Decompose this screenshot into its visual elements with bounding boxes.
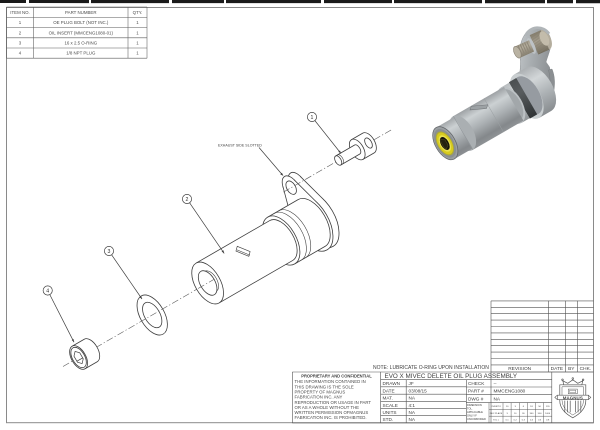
svg-text:1: 1 (136, 51, 139, 56)
svg-text:STD.: STD. (383, 417, 394, 422)
svg-text:TOL.: TOL. (467, 407, 473, 411)
svg-text:30: 30 (522, 413, 525, 415)
svg-text:300: 300 (530, 413, 534, 415)
svg-text:0.2: 0.2 (514, 420, 518, 422)
svg-text:10: 10 (506, 406, 509, 408)
svg-text:1: 1 (136, 41, 139, 46)
svg-text:CHK.: CHK. (580, 366, 591, 372)
svg-text:TOL ±: TOL ± (493, 420, 500, 422)
svg-text:NA: NA (409, 410, 416, 415)
svg-text:FABRICATION INC. ANY: FABRICATION INC. ANY (295, 395, 343, 400)
svg-text:REVISION: REVISION (508, 366, 531, 372)
svg-text:OVER/TO: OVER/TO (491, 406, 501, 408)
svg-text:DIMENSION: DIMENSION (467, 403, 482, 407)
svg-text:DRAWN: DRAWN (383, 381, 401, 386)
svg-text:0.5: 0.5 (538, 420, 542, 422)
svg-text:500: 500 (538, 413, 542, 415)
svg-text:OE PLUG BOLT (NOT INC.): OE PLUG BOLT (NOT INC.) (53, 20, 109, 25)
svg-text:NA: NA (409, 417, 416, 422)
svg-text:MMCENG1080: MMCENG1080 (494, 389, 526, 394)
svg-text:4:1: 4:1 (409, 403, 416, 408)
svg-text:1: 1 (136, 20, 139, 25)
svg-text:6: 6 (523, 406, 525, 408)
svg-text:DATE: DATE (551, 366, 563, 372)
svg-text:QTY.: QTY. (133, 10, 143, 15)
svg-text:0.1: 0.1 (506, 420, 510, 422)
svg-text:3: 3 (506, 413, 508, 415)
svg-text:PROPRIETARY AND CONFIDENTIAL: PROPRIETARY AND CONFIDENTIAL (301, 374, 372, 379)
svg-text:NA: NA (409, 396, 416, 401)
svg-text:50: 50 (538, 406, 541, 408)
svg-text:MAGNUS: MAGNUS (563, 396, 583, 401)
svg-text:ITEM NO.: ITEM NO. (10, 10, 30, 15)
svg-text:--: -- (494, 381, 498, 386)
svg-text:UNITS: UNITS (383, 410, 397, 415)
svg-text:MAT.: MAT. (383, 396, 393, 401)
svg-text:PART NUMBER: PART NUMBER (65, 10, 96, 15)
svg-text:EXHAUST SIDE SLOTTED: EXHAUST SIDE SLOTTED (218, 144, 262, 148)
svg-text:1: 1 (136, 30, 139, 35)
svg-text:16 x 2.5 O-RING: 16 x 2.5 O-RING (64, 41, 97, 46)
svg-text:4: 4 (46, 288, 49, 294)
svg-text:ONLY IF: ONLY IF (467, 414, 477, 418)
svg-text:PROPERTY OF MAGNUS: PROPERTY OF MAGNUS (295, 390, 346, 395)
svg-text:REPRODUCTION OR USAGE IN PART: REPRODUCTION OR USAGE IN PART (295, 400, 372, 405)
svg-text:1: 1 (311, 115, 314, 121)
svg-text:WRITTEN PERMISSION OFMAGNUS: WRITTEN PERMISSION OFMAGNUS (295, 410, 369, 415)
svg-text:UNCORRODED: UNCORRODED (467, 417, 486, 421)
svg-text:1000: 1000 (545, 413, 551, 415)
svg-text:0.4: 0.4 (530, 420, 534, 422)
svg-text:18: 18 (530, 406, 533, 408)
svg-text:03/08/15: 03/08/15 (409, 388, 428, 393)
svg-text:0.3: 0.3 (522, 420, 526, 422)
svg-text:2: 2 (19, 30, 22, 35)
svg-text:3: 3 (19, 41, 22, 46)
svg-text:3: 3 (108, 249, 111, 255)
svg-text:1/8 NPT PLUG: 1/8 NPT PLUG (66, 51, 96, 56)
svg-text:THE INFORMATION CONTAINED IN: THE INFORMATION CONTAINED IN (295, 379, 366, 384)
svg-text:120: 120 (546, 406, 550, 408)
svg-text:JF: JF (409, 381, 414, 386)
svg-text:NOTE: LUBRICATE O-RING UPON IN: NOTE: LUBRICATE O-RING UPON INSTALLATION (373, 365, 489, 371)
svg-text:OIL INSERT (MMCENG1080-01): OIL INSERT (MMCENG1080-01) (49, 30, 114, 35)
svg-text:4: 4 (19, 51, 22, 56)
svg-text:DATE: DATE (383, 388, 395, 393)
svg-text:2: 2 (186, 197, 189, 203)
svg-text:DWG #: DWG # (468, 396, 484, 401)
svg-text:SCALE: SCALE (383, 403, 398, 408)
svg-text:0.8: 0.8 (546, 420, 550, 422)
svg-text:FABRICATION INC. IS PROHIBITED: FABRICATION INC. IS PROHIBITED. (295, 415, 367, 420)
svg-text:3: 3 (515, 406, 517, 408)
svg-text:PART #: PART # (468, 389, 484, 394)
svg-text:BY: BY (568, 366, 575, 372)
svg-text:APPLICABLE: APPLICABLE (467, 410, 483, 414)
svg-text:OR AS A WHOLE WITHOUT THE: OR AS A WHOLE WITHOUT THE (295, 405, 360, 410)
svg-text:THIS DRAWING IS THE SOLE: THIS DRAWING IS THE SOLE (295, 384, 354, 389)
svg-text:1: 1 (19, 20, 22, 25)
svg-text:EVO X MIVEC DELETE OIL PLUG AS: EVO X MIVEC DELETE OIL PLUG ASSEMBLY (385, 373, 518, 380)
svg-text:CHECK: CHECK (468, 381, 485, 386)
svg-text:DEC PLACE: DEC PLACE (490, 412, 503, 415)
svg-text:10: 10 (514, 413, 517, 415)
svg-text:NA: NA (494, 396, 501, 401)
